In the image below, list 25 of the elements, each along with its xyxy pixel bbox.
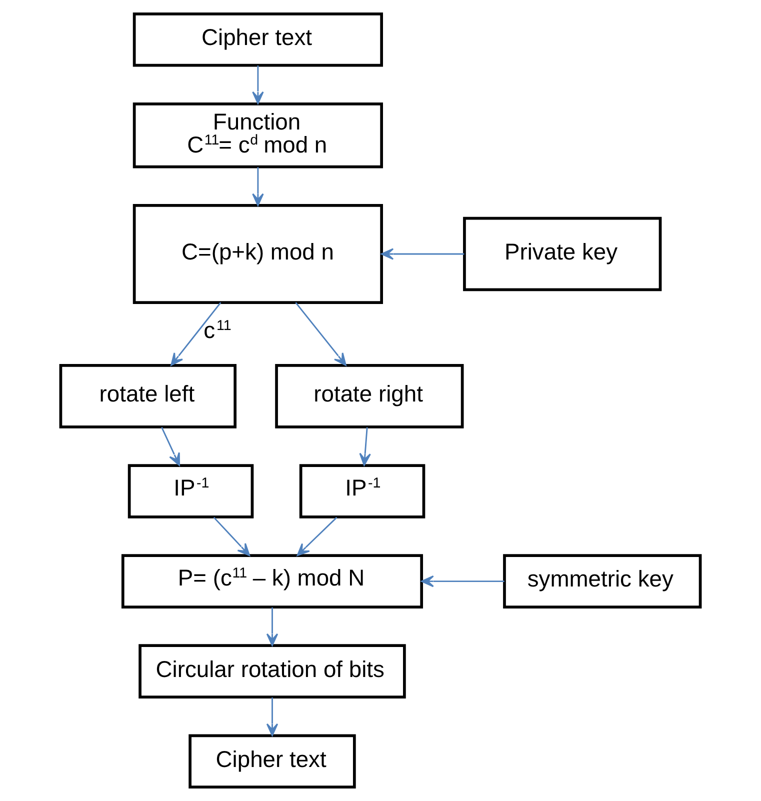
node-box: P= (c$^{11}$ – k) mod N	[121, 554, 424, 608]
arrow	[359, 427, 371, 466]
arrow	[161, 427, 180, 466]
node-box: IP$^{-1}$	[299, 464, 426, 518]
arrow	[266, 607, 278, 646]
node-box: C=(p+k) mod n	[132, 204, 383, 304]
arrow	[213, 516, 250, 556]
arrow	[296, 516, 338, 556]
node-box: symmetric key	[503, 554, 702, 608]
arrow	[295, 302, 346, 366]
node-box: Function C$^{11}$= c$^{d}$ mod n	[132, 102, 383, 168]
edge-label: c$^{11}$	[204, 317, 232, 344]
node-box: Cipher text	[188, 734, 356, 789]
arrow	[266, 698, 278, 736]
node-box: Cipher text	[132, 12, 383, 67]
arrow	[170, 302, 222, 366]
node-box: rotate left	[59, 364, 237, 428]
arrow	[421, 575, 504, 588]
arrow	[380, 248, 464, 260]
node-box: Circular rotation of bits	[138, 644, 406, 698]
node-box: IP$^{-1}$	[128, 464, 254, 518]
node-box: Private key	[463, 216, 662, 292]
arrow	[252, 167, 264, 206]
arrow	[252, 65, 264, 104]
node-box: rotate right	[275, 364, 464, 428]
